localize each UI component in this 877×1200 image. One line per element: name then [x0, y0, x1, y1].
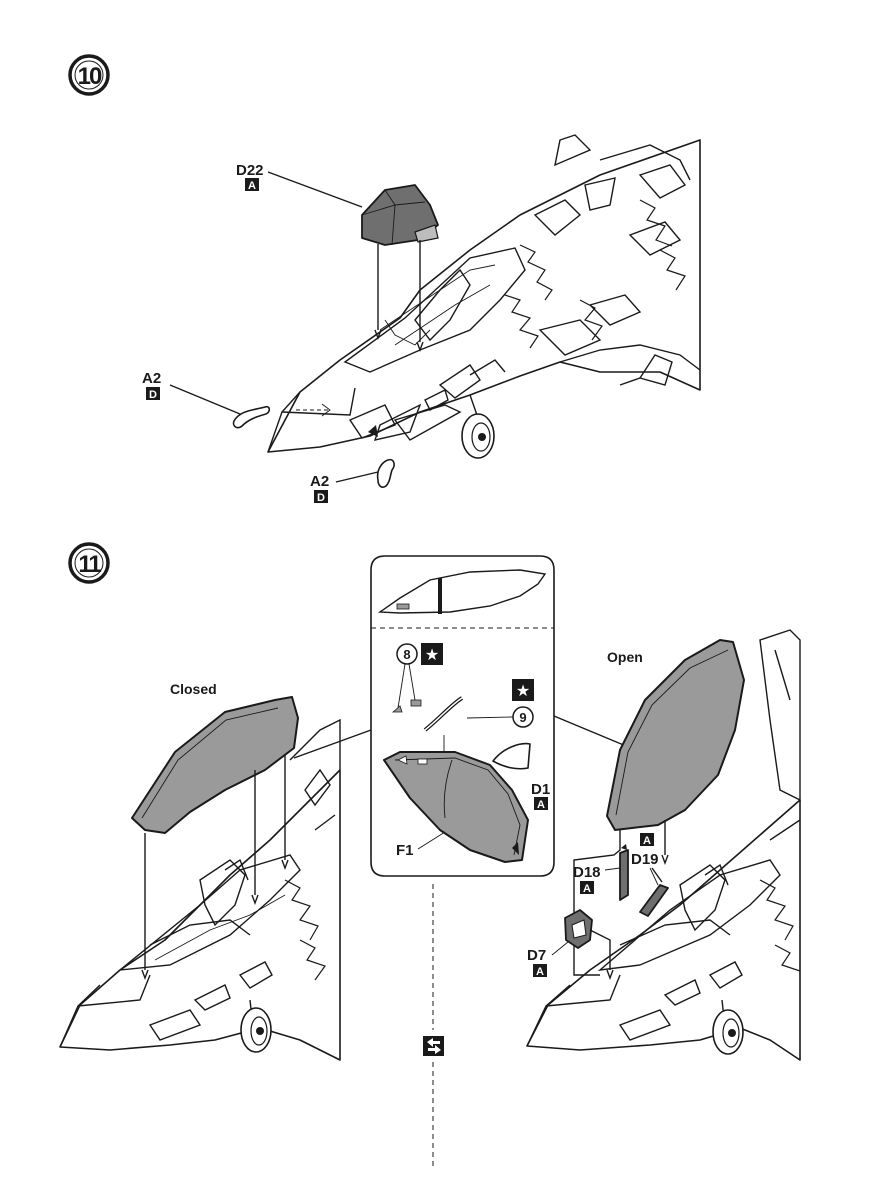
callout-a2-lower-sprue: D	[317, 492, 325, 504]
leader-closed	[293, 729, 372, 759]
paint-ref-9: 9	[519, 710, 526, 725]
star-symbol-2: ★	[516, 681, 530, 700]
callout-d22-part: D22	[236, 162, 264, 179]
step-10-number-badge: 10	[68, 54, 110, 96]
star-symbol-1: ★	[425, 645, 439, 664]
step-10: 10	[68, 54, 701, 504]
callout-open-a-sprue: A	[643, 835, 651, 847]
canopy-detail-box: 8 ★ ★ 9 D1	[370, 555, 555, 877]
callout-d1-sprue: A	[537, 799, 545, 811]
step-11-number: 11	[78, 551, 101, 578]
callout-a2-upper: A2 D	[142, 370, 271, 429]
closed-label: Closed	[170, 681, 217, 697]
callout-a2-lower-part: A2	[310, 473, 329, 490]
swap-arrows-icon	[423, 1036, 444, 1056]
callout-f1-part: F1	[396, 842, 414, 859]
leader-open	[553, 715, 627, 747]
step-11: 11 Closed Open 8 ★ ★ 9	[59, 542, 801, 1168]
aircraft-open: A D18 A D19 D7 A	[526, 629, 801, 1061]
callout-d18-sprue: A	[583, 883, 591, 895]
callout-d18-part: D18	[573, 864, 601, 881]
step-10-number: 10	[78, 63, 102, 90]
callout-d1-part: D1	[531, 781, 550, 798]
callout-a2-upper-part: A2	[142, 370, 161, 387]
open-label: Open	[607, 649, 643, 665]
callout-d22-sprue: A	[248, 180, 256, 192]
callout-d19-part: D19	[631, 851, 659, 868]
callout-a2-lower: A2 D	[310, 458, 395, 504]
paint-ref-8: 8	[403, 647, 410, 662]
part-d22-shape	[361, 184, 439, 352]
aircraft-nose-step10	[267, 134, 701, 459]
callout-d7-part: D7	[527, 947, 546, 964]
callout-a2-upper-sprue: D	[149, 389, 157, 401]
callout-d22: D22 A	[236, 162, 363, 208]
step-11-number-badge: 11	[68, 542, 110, 584]
callout-d7-sprue: A	[536, 966, 544, 978]
aircraft-closed	[59, 696, 341, 1061]
